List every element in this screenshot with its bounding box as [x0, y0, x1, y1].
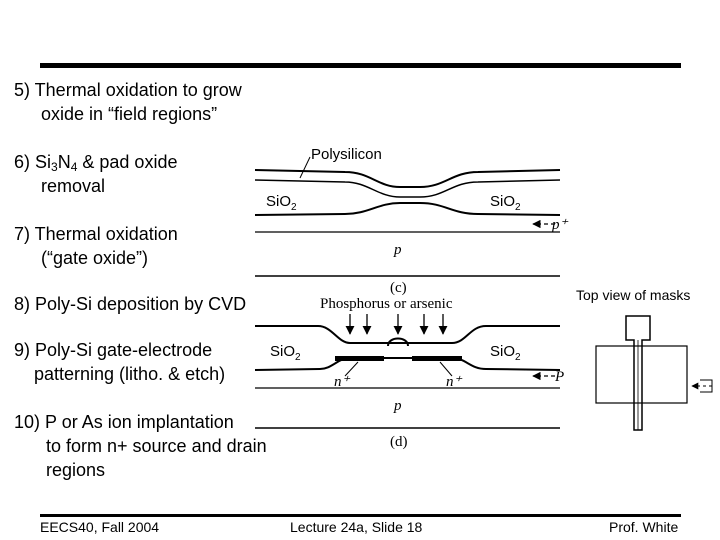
step-10-line1: 10) P or As ion implantation [14, 412, 234, 432]
step-9: 9) Poly-Si gate-electrode patterning (li… [14, 338, 225, 386]
n-plus-left-region [335, 356, 384, 361]
gate-bump [387, 337, 409, 347]
step-8: 8) Poly-Si deposition by CVD [14, 292, 246, 316]
implant-arrows [345, 314, 448, 335]
n-plus-right-region [412, 356, 462, 361]
step-5-line1: 5) Thermal oxidation to grow [14, 80, 242, 100]
step-5-line2: oxide in “field regions” [41, 104, 218, 124]
cross-section-c: Polysilicon SiO2 SiO2 p⁺ p (c) [254, 146, 569, 296]
caption-d: (d) [390, 434, 408, 450]
step-7-line2: (“gate oxide”) [41, 248, 149, 268]
p-edge-label: P [554, 369, 564, 385]
footer-course: EECS40, Fall 2004 [40, 519, 160, 535]
implant-label: Phosphorus or arsenic [320, 296, 453, 312]
step-7: 7) Thermal oxidation (“gate oxide”) [14, 222, 178, 270]
step-9-line2: patterning (litho. & etch) [34, 364, 226, 384]
sio2-left-d: SiO2 [270, 343, 301, 363]
footer-rule [40, 514, 681, 517]
step-6-sub-4: 4 [70, 160, 78, 174]
step-9-line1: 9) Poly-Si gate-electrode [14, 340, 213, 360]
sio2-left-c: SiO2 [266, 193, 297, 213]
step-10: 10) P or As ion implantation to form n+ … [14, 410, 267, 482]
sio2-right-d: SiO2 [490, 343, 521, 363]
poly-top-c [254, 179, 561, 198]
step-5: 5) Thermal oxidation to grow oxide in “f… [14, 78, 242, 126]
step-10-line2: to form n+ source and drain [46, 436, 267, 456]
footer-slide: Lecture 24a, Slide 18 [290, 519, 423, 535]
step-6-line2: removal [41, 176, 106, 196]
step-8-line1: 8) Poly-Si deposition by CVD [14, 294, 247, 314]
polysilicon-label: Polysilicon [311, 146, 382, 163]
leader-n-right [439, 361, 453, 377]
caption-c: (c) [390, 280, 407, 296]
footer-author: Prof. White [609, 519, 679, 535]
step-6-n: N [57, 152, 71, 172]
leader-poly [299, 156, 311, 179]
step-10-line3: regions [46, 460, 106, 480]
gate-mask [625, 315, 651, 431]
leader-n-left [344, 361, 359, 377]
oxide-top-c [254, 169, 561, 188]
step-6-sub-3: 3 [51, 160, 58, 174]
oxide-top-d [255, 325, 560, 344]
sio2-right-c: SiO2 [490, 193, 521, 213]
p-plus-label: p⁺ [551, 217, 569, 233]
top-view-masks [595, 315, 713, 431]
oxide-bottom-c [254, 202, 561, 216]
step-6-prefix: 6) Si [14, 152, 52, 172]
p-substrate-d: p [393, 398, 402, 414]
top-view-label: Top view of masks [576, 287, 691, 303]
step-6-suffix: & pad oxide [77, 152, 178, 172]
title-rule [40, 63, 681, 68]
oxide-bottom-d [254, 357, 561, 371]
n-plus-right-label: n⁺ [446, 374, 463, 390]
step-7-line1: 7) Thermal oxidation [14, 224, 178, 244]
step-6: 6) Si3N4 & pad oxide removal [14, 150, 177, 198]
cross-section-d: Phosphorus or arsenic SiO2 SiO2 n⁺ n⁺ P … [254, 296, 564, 450]
p-substrate-c: p [393, 242, 402, 258]
n-plus-left-label: n⁺ [334, 374, 351, 390]
